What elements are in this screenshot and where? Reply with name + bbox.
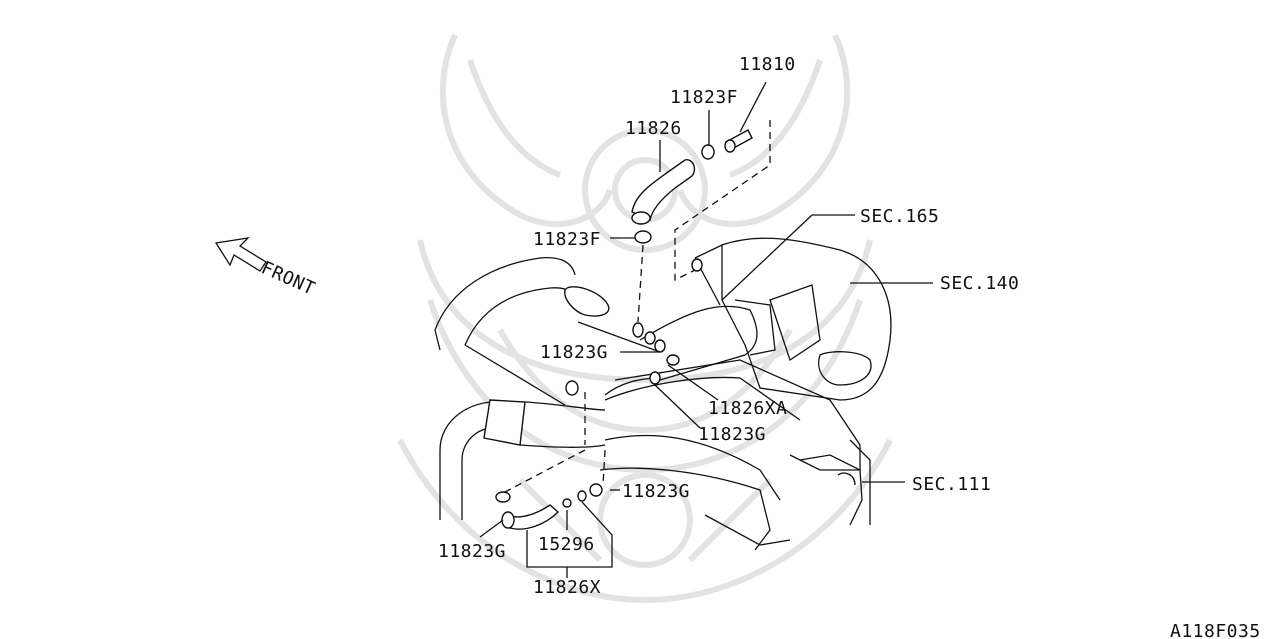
label-sec165[interactable]: SEC.165 bbox=[860, 206, 939, 227]
label-11823g-bottom[interactable]: 11823G bbox=[438, 541, 506, 562]
engine-outline bbox=[599, 237, 892, 551]
pcv-valve-11810 bbox=[724, 129, 753, 153]
label-11826x[interactable]: 11826X bbox=[533, 577, 601, 598]
hose-11826x bbox=[501, 504, 560, 530]
clamps bbox=[495, 144, 715, 508]
label-11826[interactable]: 11826 bbox=[625, 118, 682, 139]
label-11823f-mid[interactable]: 11823F bbox=[533, 229, 601, 250]
label-11823f-top[interactable]: 11823F bbox=[670, 87, 738, 108]
label-11823g-left[interactable]: 11823G bbox=[540, 342, 608, 363]
samurai-helmet-watermark-icon bbox=[397, 33, 893, 604]
label-11810[interactable]: 11810 bbox=[739, 54, 796, 75]
front-label: FRONT bbox=[258, 257, 318, 299]
leader-lines bbox=[479, 81, 933, 578]
label-15296[interactable]: 15296 bbox=[538, 534, 595, 555]
diagram-code: A118F035 bbox=[1170, 621, 1261, 639]
dashed-connections bbox=[502, 120, 771, 494]
label-11826xa[interactable]: 11826XA bbox=[708, 398, 787, 419]
label-11823g-mid[interactable]: 11823G bbox=[698, 424, 766, 445]
front-arrow-icon bbox=[214, 237, 267, 272]
hose-11826 bbox=[631, 159, 696, 225]
label-sec111[interactable]: SEC.111 bbox=[912, 474, 991, 495]
label-11823g-low[interactable]: 11823G bbox=[622, 481, 690, 502]
label-sec140[interactable]: SEC.140 bbox=[940, 273, 1019, 294]
